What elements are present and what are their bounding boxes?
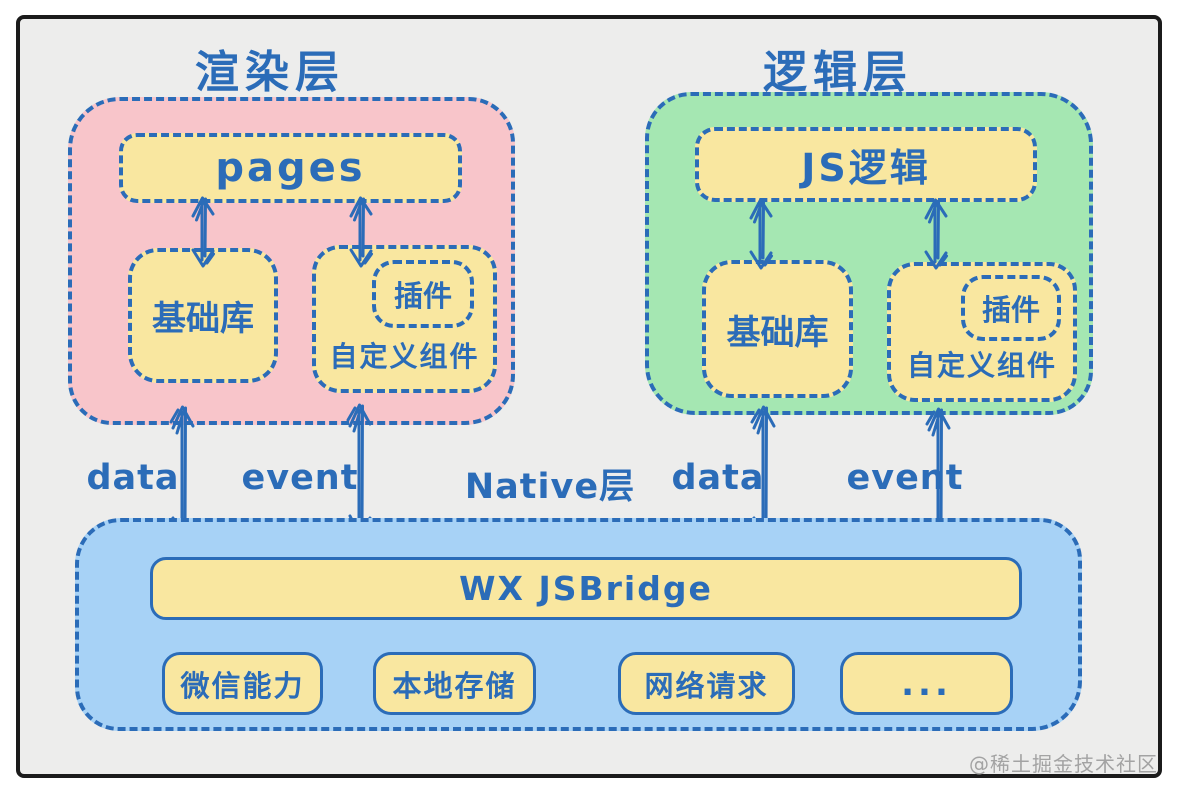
data-label-left: data (86, 458, 180, 498)
plugin-label: 插件 (393, 279, 452, 313)
custom-component-label: 自定义组件 (906, 349, 1057, 382)
js-logic-box: JS逻辑 (695, 127, 1037, 202)
capability-box-wechat: 微信能力 (162, 652, 323, 715)
capability-box-more: ... (840, 652, 1013, 715)
capability-box-network: 网络请求 (618, 652, 795, 715)
base-lib-label: 基础库 (726, 312, 829, 353)
capability-label: 网络请求 (644, 668, 769, 703)
plugin-box-render: 插件 (372, 260, 474, 328)
plugin-box-logic: 插件 (961, 275, 1061, 341)
logic-layer-title: 逻辑层 (763, 47, 913, 98)
arrow-pages-customcomponent-icon (349, 196, 373, 268)
custom-component-label: 自定义组件 (329, 340, 480, 373)
custom-component-box-render: 插件 自定义组件 (312, 245, 497, 393)
pages-box: pages (119, 133, 462, 203)
capability-label: ... (901, 663, 952, 704)
wx-jsbridge-label: WX JSBridge (459, 569, 713, 608)
arrow-pages-baselib-icon (191, 196, 215, 268)
render-layer-title: 渲染层 (195, 47, 345, 98)
base-lib-box-logic: 基础库 (702, 260, 853, 398)
wx-jsbridge-box: WX JSBridge (150, 557, 1022, 620)
data-label-right: data (671, 458, 765, 498)
capability-label: 微信能力 (180, 668, 305, 703)
js-logic-label: JS逻辑 (801, 146, 931, 190)
watermark: @稀土掘金技术社区 (969, 752, 1158, 776)
event-label-right: event (846, 458, 964, 498)
capability-label: 本地存储 (392, 668, 517, 703)
arrow-jslogic-customcomponent-icon (924, 198, 948, 270)
pages-label: pages (215, 145, 366, 191)
custom-component-box-logic: 插件 自定义组件 (887, 262, 1077, 402)
event-label-left: event (241, 458, 359, 498)
native-layer-title: Native层 (464, 467, 636, 507)
arrow-jslogic-baselib-icon (749, 198, 773, 270)
plugin-label: 插件 (981, 293, 1040, 327)
capability-box-storage: 本地存储 (373, 652, 536, 715)
base-lib-box-render: 基础库 (128, 248, 278, 383)
base-lib-label: 基础库 (152, 299, 254, 339)
